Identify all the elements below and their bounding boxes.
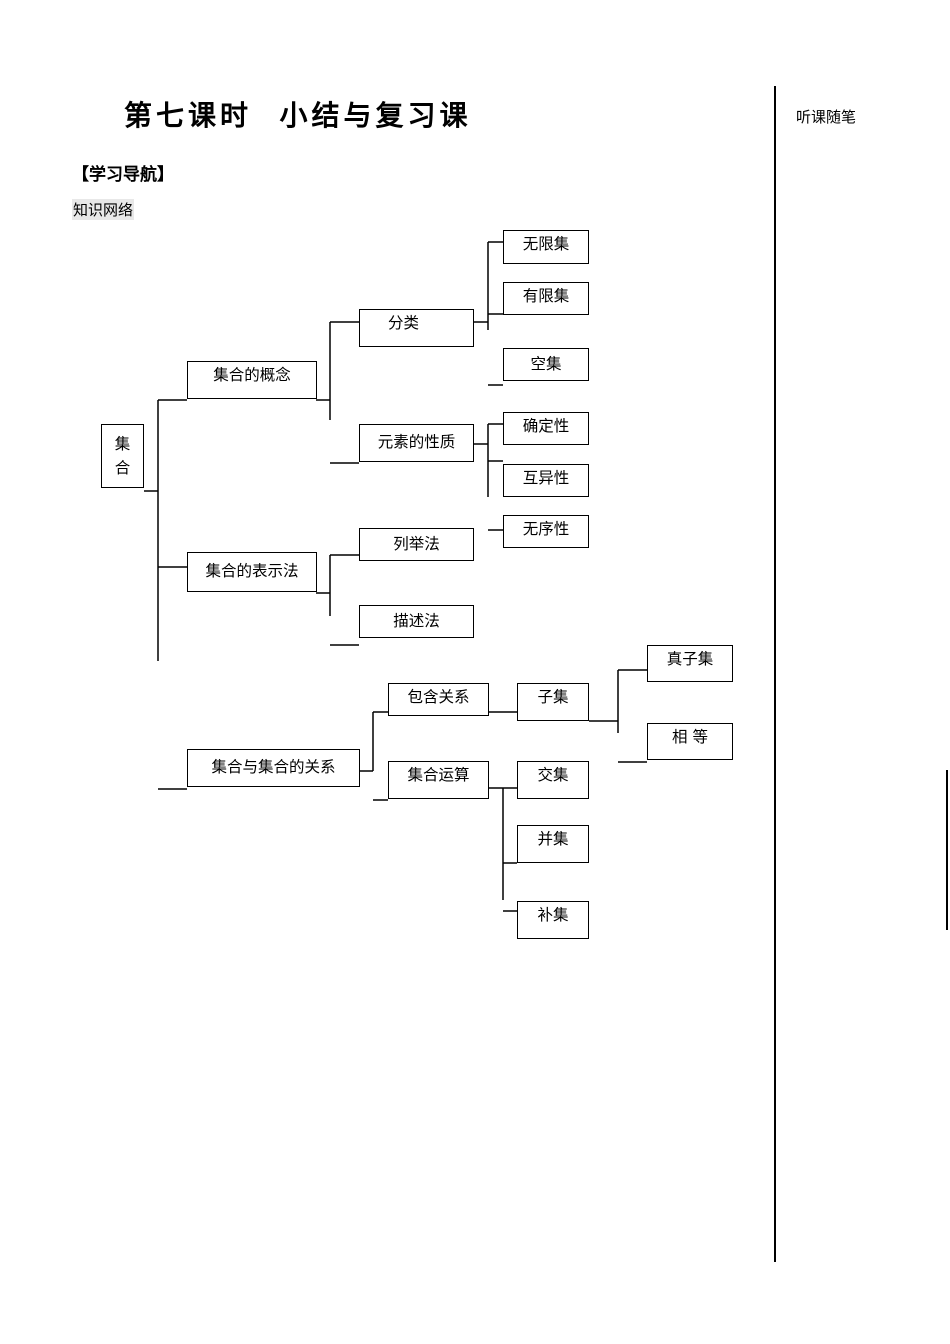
node-subset: 子集 [517, 683, 589, 721]
tree-root-char-2: 合 [114, 459, 131, 477]
node-concept: 集合的概念 [187, 361, 317, 399]
tree-root-node: 集 合 [101, 424, 144, 488]
node-intersection: 交集 [517, 761, 589, 799]
node-representation: 集合的表示法 [187, 552, 317, 592]
node-proper-subset: 真子集 [647, 645, 733, 682]
node-infinite-set: 无限集 [503, 230, 589, 264]
node-empty-set: 空集 [503, 348, 589, 381]
node-union: 并集 [517, 825, 589, 863]
node-enumeration: 列举法 [359, 528, 474, 561]
note-column-divider [774, 86, 776, 1262]
note-column-label: 听课随笔 [796, 108, 857, 126]
node-unorderedness: 无序性 [503, 515, 589, 548]
subsection-heading: 知识网络 [72, 199, 135, 220]
node-complement: 补集 [517, 901, 589, 939]
node-finite-set: 有限集 [503, 282, 589, 315]
edge-marker [946, 770, 948, 930]
node-definiteness: 确定性 [503, 412, 589, 445]
node-relations: 集合与集合的关系 [187, 749, 360, 787]
node-classification: 分类 [359, 309, 474, 347]
tree-root-char-1: 集 [114, 434, 131, 453]
node-operations: 集合运算 [388, 761, 489, 799]
page-title: 第七课时 小结与复习课 [124, 99, 472, 132]
node-element-properties: 元素的性质 [359, 424, 474, 462]
node-equal: 相 等 [647, 723, 733, 760]
section-heading: 【学习导航】 [72, 165, 174, 185]
node-inclusion: 包含关系 [388, 683, 489, 716]
node-distinctness: 互异性 [503, 464, 589, 497]
node-description: 描述法 [359, 605, 474, 638]
